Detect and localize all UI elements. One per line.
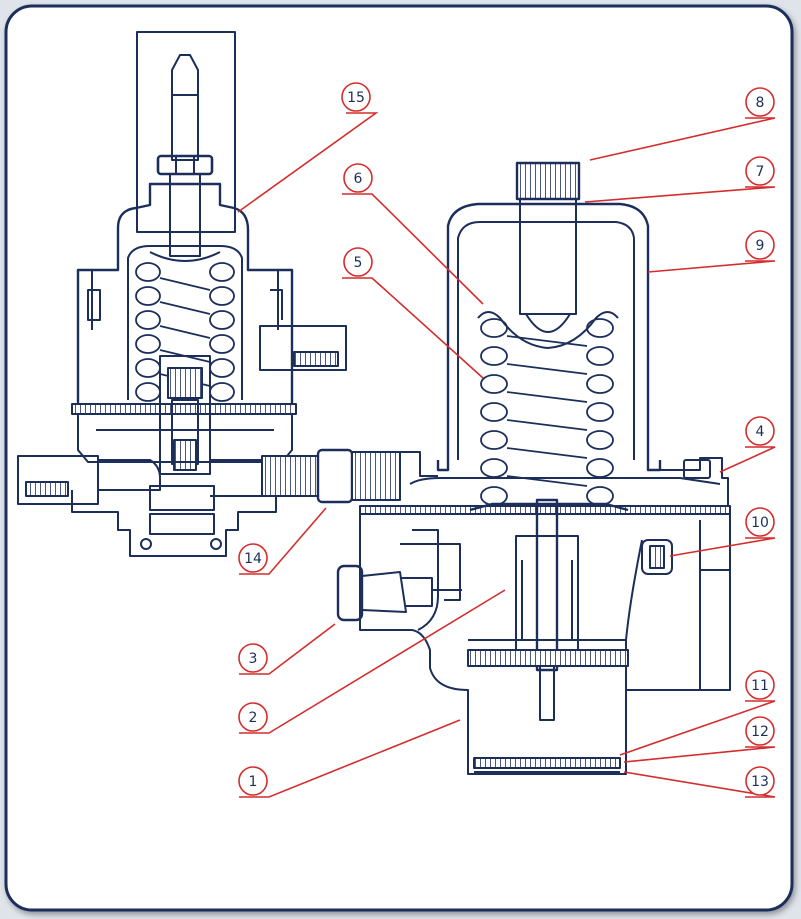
callout-9: 9 (745, 230, 775, 260)
callout-label: 14 (244, 551, 262, 567)
callout-1: 1 (238, 766, 268, 796)
callout-label: 9 (756, 238, 765, 254)
callout-5: 5 (343, 247, 373, 277)
main-regulator-drawing (336, 161, 731, 775)
callout-label: 4 (756, 424, 765, 440)
callout-label: 6 (354, 171, 363, 187)
callout-label: 3 (249, 651, 258, 667)
callout-12: 12 (745, 716, 775, 746)
callout-3: 3 (238, 643, 268, 673)
callout-label: 1 (249, 774, 258, 790)
callout-label: 10 (751, 515, 769, 531)
callout-leaders (237, 112, 776, 798)
callout-label: 5 (354, 255, 363, 271)
callout-14: 14 (238, 543, 268, 573)
callout-6: 6 (343, 163, 373, 193)
callout-label: 13 (751, 774, 769, 790)
callout-8: 8 (745, 87, 775, 117)
callout-13: 13 (745, 766, 775, 796)
callout-10: 10 (745, 507, 775, 537)
callout-2: 2 (238, 702, 268, 732)
callout-15: 15 (341, 82, 371, 112)
callout-label: 2 (249, 710, 258, 726)
callout-label: 7 (756, 164, 765, 180)
callout-7: 7 (745, 156, 775, 186)
callout-11: 11 (745, 670, 775, 700)
pilot-regulator-drawing (17, 31, 401, 557)
callout-4: 4 (745, 416, 775, 446)
callout-label: 11 (751, 678, 769, 694)
callout-label: 8 (756, 95, 765, 111)
callout-bubbles: 15 6 5 8 7 9 4 10 (238, 82, 775, 796)
callout-label: 15 (347, 90, 365, 106)
callout-label: 12 (751, 724, 769, 740)
